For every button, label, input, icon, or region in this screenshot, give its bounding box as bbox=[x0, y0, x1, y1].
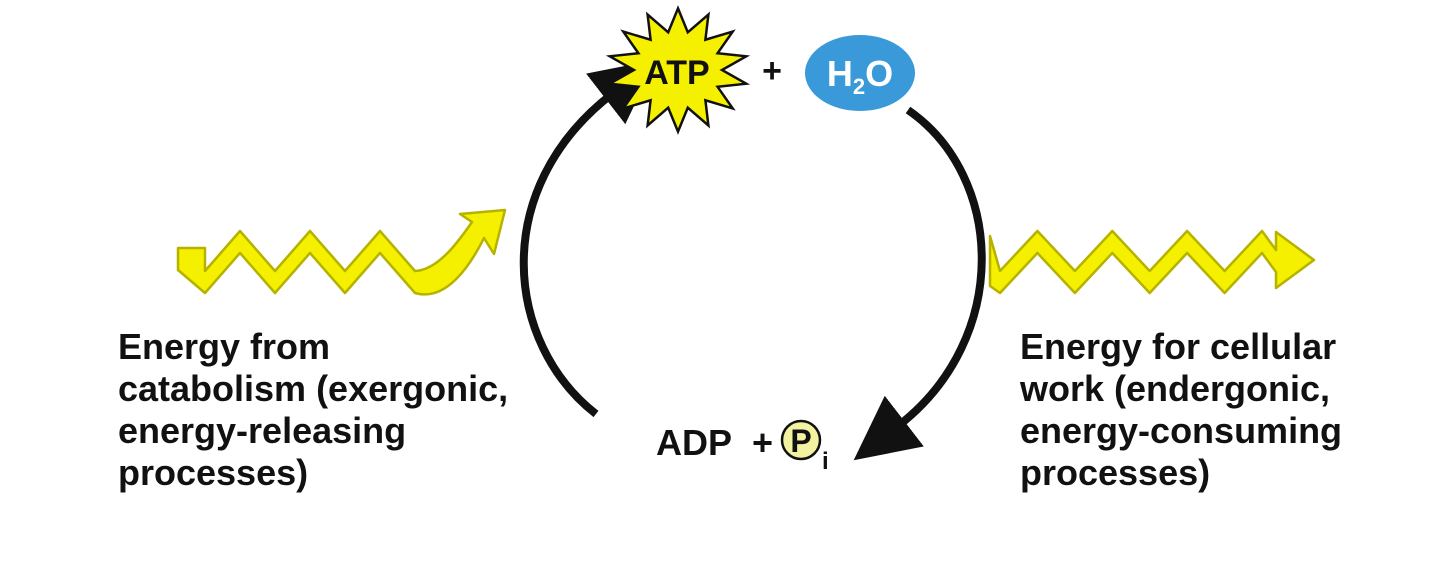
phosphate-subscript: i bbox=[822, 448, 829, 475]
right-caption-line: energy-consuming bbox=[1020, 410, 1343, 451]
right-caption-line: work (endergonic, bbox=[1020, 368, 1331, 409]
energy-for-cellular-work-caption: Energy for cellular work (endergonic, en… bbox=[1020, 326, 1342, 494]
left-caption-line: processes) bbox=[118, 452, 309, 493]
water-label: H2O bbox=[827, 53, 893, 99]
water-oval-icon bbox=[805, 35, 915, 111]
water-subscript-2: 2 bbox=[853, 74, 865, 99]
atp-label: ATP bbox=[644, 54, 709, 92]
water-letter-o: O bbox=[865, 53, 893, 94]
right-caption-line: processes) bbox=[1020, 452, 1211, 493]
energy-input-zigzag-arrow bbox=[176, 208, 507, 296]
phosphate-circle-icon bbox=[780, 419, 822, 461]
phosphate-label: P bbox=[790, 423, 811, 459]
left-caption-line: catabolism (exergonic, bbox=[118, 368, 509, 409]
plus-sign-top: + bbox=[762, 52, 782, 90]
atp-starburst-icon bbox=[605, 5, 751, 135]
water-letter-h: H bbox=[827, 53, 853, 94]
adp-label: ADP bbox=[656, 422, 732, 463]
left-caption-line: Energy from bbox=[118, 326, 331, 367]
left-caption-line: energy-releasing bbox=[118, 410, 407, 451]
energy-output-zigzag-arrow bbox=[988, 229, 1316, 295]
right-caption-line: Energy for cellular bbox=[1020, 326, 1337, 367]
energy-from-catabolism-caption: Energy from catabolism (exergonic, energ… bbox=[118, 326, 508, 494]
plus-sign-bottom: + bbox=[752, 422, 773, 463]
synthesis-cycle-arrow bbox=[519, 59, 657, 418]
hydrolysis-cycle-arrow bbox=[853, 106, 986, 461]
